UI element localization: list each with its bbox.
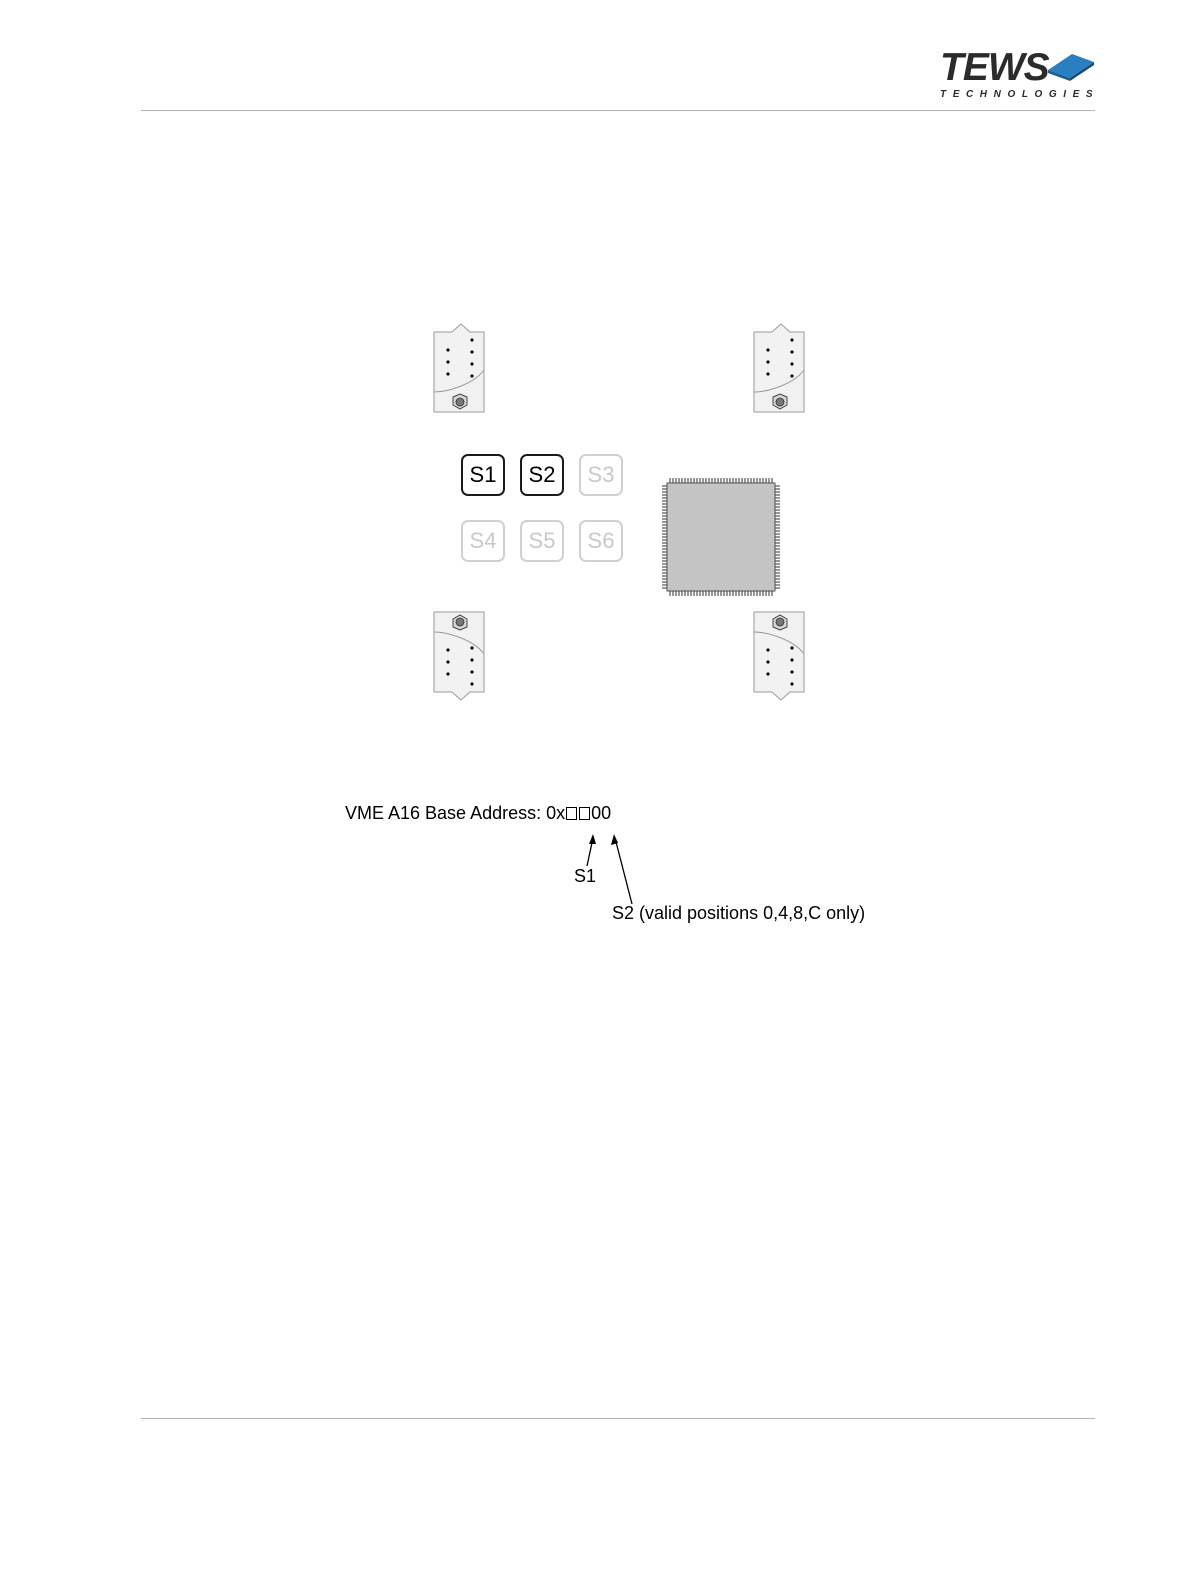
switch-s1-label: S1 (470, 462, 497, 488)
switch-s6-label: S6 (588, 528, 615, 554)
switch-s5-label: S5 (529, 528, 556, 554)
connector-top-left (434, 324, 484, 412)
base-address-line: VME A16 Base Address: 0x 00 (345, 803, 611, 824)
s2-caption: S2 (valid positions 0,4,8,C only) (612, 903, 865, 924)
connector-bottom-left (434, 612, 484, 700)
switch-s1: S1 (461, 454, 505, 496)
tews-logo: TEWS TECHNOLOGIES (938, 44, 1098, 102)
logo-wordmark: TEWS (940, 46, 1049, 90)
switch-s6: S6 (579, 520, 623, 562)
footer-rule (141, 1418, 1095, 1419)
switch-s5: S5 (520, 520, 564, 562)
s1-digit-box (566, 807, 577, 820)
switch-s3: S3 (579, 454, 623, 496)
arrow-s2 (615, 838, 632, 904)
board-diagram (420, 318, 820, 703)
switch-s2-label: S2 (529, 462, 556, 488)
connector-top-right (754, 324, 804, 412)
base-address-prefix: VME A16 Base Address: 0x (345, 803, 565, 823)
switch-s3-label: S3 (588, 462, 615, 488)
connector-bottom-right (754, 612, 804, 700)
logo-diamond-icon (1046, 48, 1096, 82)
fpga-chip (662, 478, 780, 596)
switch-s4-label: S4 (470, 528, 497, 554)
s2-digit-box (579, 807, 590, 820)
switch-s2: S2 (520, 454, 564, 496)
switch-s4: S4 (461, 520, 505, 562)
s1-caption: S1 (574, 866, 596, 887)
logo-subtitle: TECHNOLOGIES (940, 89, 1099, 100)
header-rule (141, 110, 1095, 111)
base-address-suffix: 00 (591, 803, 611, 823)
